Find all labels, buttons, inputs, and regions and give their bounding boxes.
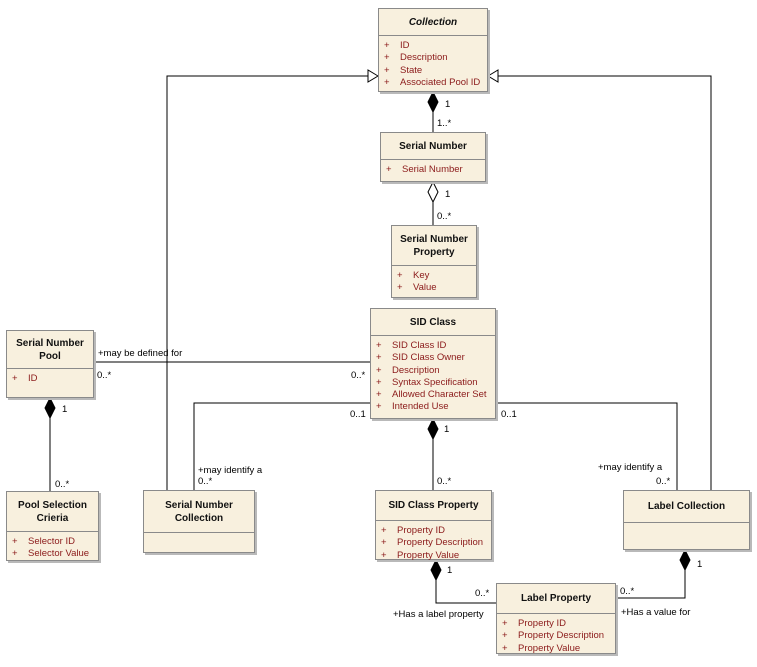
class-sid-class-attributes: +SID Class ID +SID Class Owner +Descript…	[371, 336, 495, 414]
association-sid-label-collection	[496, 402, 678, 490]
generalization-arrowhead-left	[367, 69, 379, 83]
class-label-property-attributes: +Property ID +Property Description +Prop…	[497, 614, 615, 655]
multiplicity-label: 0..*	[55, 479, 70, 490]
class-serial-number-attributes: +Serial Number	[381, 160, 485, 176]
multiplicity-label: 1..*	[437, 118, 452, 129]
multiplicity-label: 0..*	[198, 476, 213, 487]
multiplicity-label: 0..*	[475, 588, 490, 599]
composition-diamond	[427, 90, 439, 114]
class-pool-selection-criteria-attributes: +Selector ID +Selector Value	[7, 532, 98, 561]
generalization-arrowhead-right	[487, 69, 499, 83]
class-serial-number-pool[interactable]: Serial Number Pool +ID	[6, 330, 94, 398]
composition-diamond	[430, 558, 442, 582]
class-serial-number[interactable]: Serial Number +Serial Number	[380, 132, 486, 182]
class-pool-selection-criteria-name: Pool Selection Crieria	[7, 492, 98, 532]
role-label: +Has a value for	[621, 607, 691, 618]
attribute: +Serial Number	[386, 164, 463, 175]
multiplicity-label: 0..1	[501, 409, 517, 420]
generalization-serial-number-collection	[166, 75, 368, 490]
attribute: +Description	[384, 52, 448, 64]
role-label: +may identify a	[198, 465, 263, 476]
class-sid-class-property[interactable]: SID Class Property +Property ID +Propert…	[375, 490, 492, 562]
attribute: +Syntax Specification	[376, 376, 478, 388]
multiplicity-label: 1	[62, 404, 68, 415]
class-serial-number-property-name: Serial Number Property	[392, 226, 476, 266]
multiplicity-label: 0..*	[351, 370, 366, 381]
role-label: +Has a label property	[393, 609, 484, 620]
class-serial-number-collection[interactable]: Serial Number Collection	[143, 490, 255, 553]
class-sid-class[interactable]: SID Class +SID Class ID +SID Class Owner…	[370, 308, 496, 419]
aggregation-diamond	[427, 180, 439, 204]
attribute: +Selector ID	[12, 536, 75, 547]
attribute: +Property ID	[502, 618, 567, 629]
multiplicity-label: 0..*	[437, 476, 452, 487]
class-collection-name: Collection	[379, 9, 487, 36]
attribute: +ID	[384, 40, 410, 51]
attribute: +Allowed Character Set	[376, 389, 487, 401]
attribute: +ID	[12, 373, 38, 384]
class-sid-class-name: SID Class	[371, 309, 495, 336]
class-serial-number-name: Serial Number	[381, 133, 485, 160]
composition-diamond	[427, 417, 439, 441]
attribute: +Associated Pool ID	[384, 76, 481, 88]
multiplicity-label: 1	[444, 424, 450, 435]
attribute: +State	[384, 64, 423, 76]
class-serial-number-pool-attributes: +ID	[7, 369, 93, 385]
attribute: +Key	[397, 270, 430, 281]
multiplicity-label: 1	[697, 559, 703, 570]
attribute: +Description	[376, 364, 440, 376]
class-label-property-name: Label Property	[497, 584, 615, 614]
attribute: +Property ID	[381, 525, 446, 536]
attribute: +SID Class ID	[376, 340, 447, 351]
attribute: +SID Class Owner	[376, 352, 465, 364]
multiplicity-label: 0..*	[620, 586, 635, 597]
attribute: +Property Description	[502, 630, 605, 642]
class-serial-number-collection-name: Serial Number Collection	[144, 491, 254, 533]
multiplicity-label: 0..1	[350, 409, 366, 420]
composition-scp-label-property	[435, 580, 496, 604]
composition-diamond	[679, 548, 691, 572]
class-collection-attributes: +ID +Description +State +Associated Pool…	[379, 36, 487, 89]
class-serial-number-property-attributes: +Key +Value	[392, 266, 476, 295]
class-sid-class-property-name: SID Class Property	[376, 491, 491, 521]
association-sid-serial-number-collection	[193, 402, 370, 490]
class-label-collection-name: Label Collection	[624, 491, 749, 523]
class-sid-class-property-attributes: +Property ID +Property Description +Prop…	[376, 521, 491, 562]
attribute: +Selector Value	[12, 548, 90, 560]
class-serial-number-pool-name: Serial Number Pool	[7, 331, 93, 369]
class-label-property[interactable]: Label Property +Property ID +Property De…	[496, 583, 616, 654]
multiplicity-label: 1	[447, 565, 453, 576]
composition-lc-label-property	[617, 570, 686, 599]
class-label-collection[interactable]: Label Collection	[623, 490, 750, 550]
multiplicity-label: 0..*	[656, 476, 671, 487]
attribute: +Property Value	[381, 549, 460, 561]
class-serial-number-property[interactable]: Serial Number Property +Key +Value	[391, 225, 477, 298]
composition-diamond	[44, 396, 56, 420]
role-label: +may identify a	[598, 462, 663, 473]
multiplicity-label: 1	[445, 99, 451, 110]
multiplicity-label: 0..*	[437, 211, 452, 222]
class-pool-selection-criteria[interactable]: Pool Selection Crieria +Selector ID +Sel…	[6, 491, 99, 561]
attribute: +Property Description	[381, 537, 484, 549]
multiplicity-label: 0..*	[97, 370, 112, 381]
attribute: +Intended Use	[376, 401, 449, 413]
generalization-label-collection	[498, 75, 712, 490]
multiplicity-label: 1	[445, 189, 451, 200]
class-collection[interactable]: Collection +ID +Description +State +Asso…	[378, 8, 488, 92]
attribute: +Value	[397, 282, 437, 294]
role-label: +may be defined for	[98, 348, 183, 359]
attribute: +Property Value	[502, 642, 581, 654]
